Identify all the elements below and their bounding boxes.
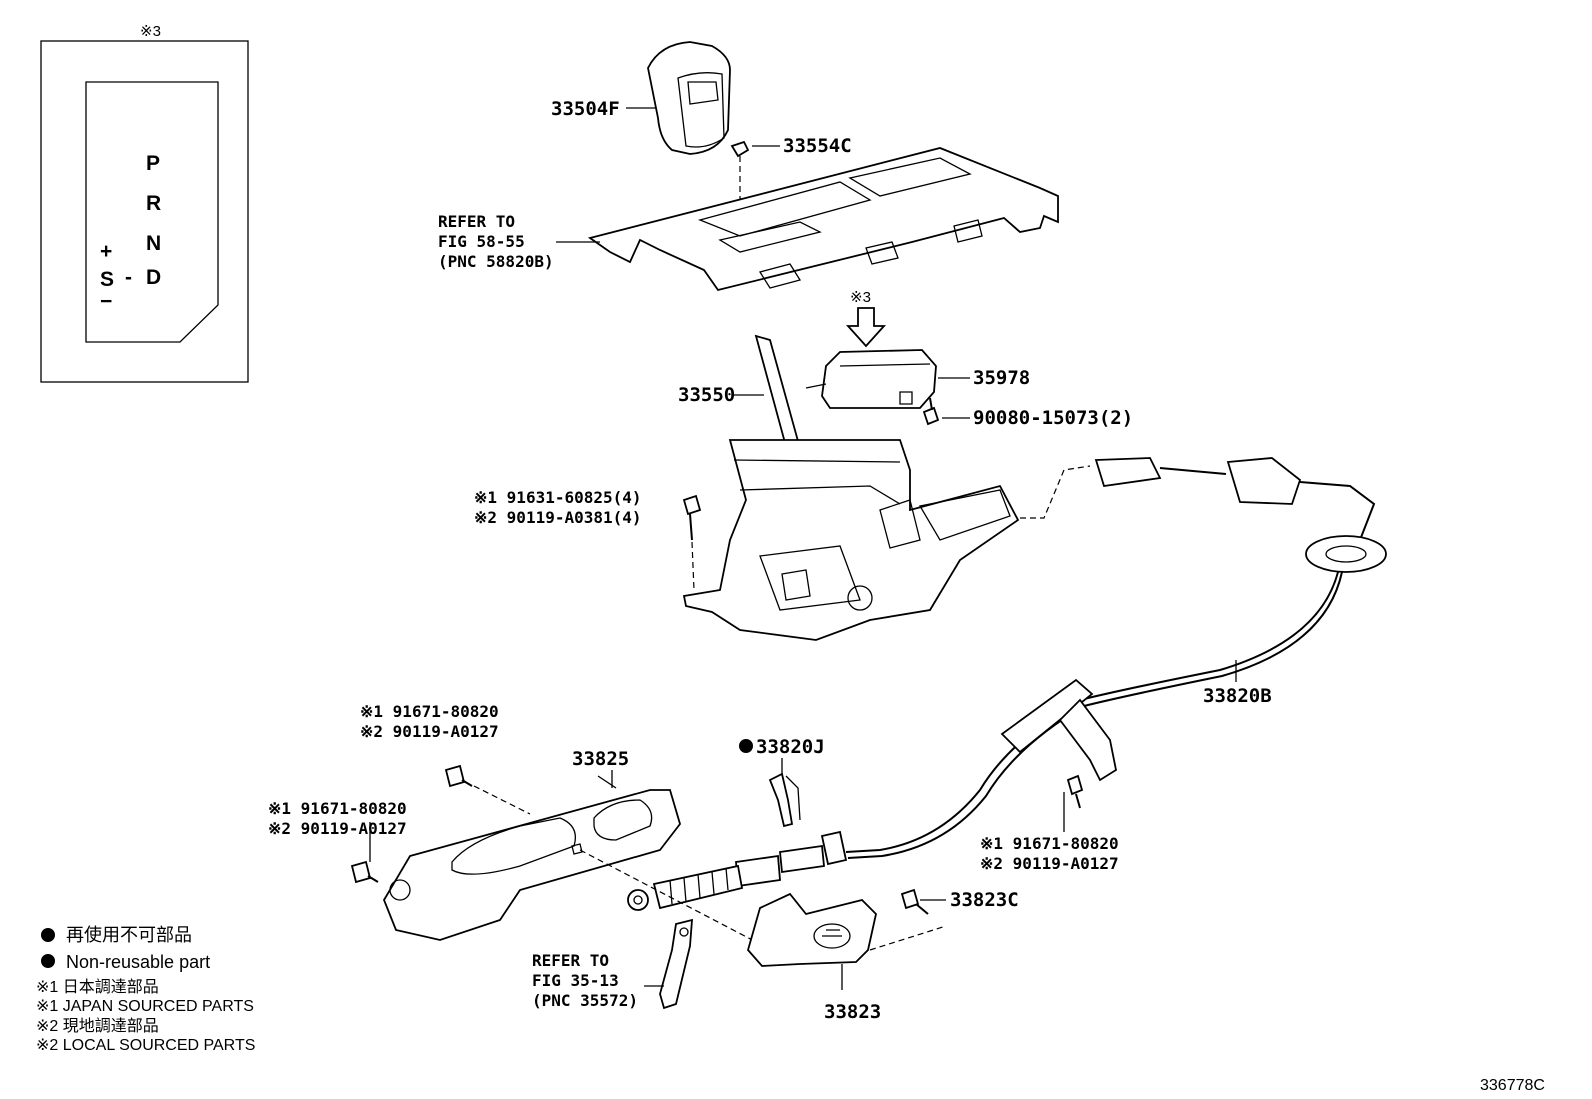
refer-panel-line2: FIG 58-55	[438, 232, 525, 251]
gate-d: D	[146, 266, 161, 289]
gate-n: N	[146, 232, 161, 255]
shift-lever-assembly-drawing	[682, 334, 1020, 641]
legend-mark1-jp: ※1 日本調達部品	[36, 978, 159, 996]
nonreusable-dot-icon	[41, 954, 55, 968]
legend: 再使用不可部品 Non-reusable part ※1 日本調達部品 ※1 J…	[36, 925, 255, 1054]
nonreusable-dot-icon	[41, 928, 55, 942]
label-90080: 90080-15073(2)	[973, 407, 1133, 429]
bracket-33823-drawing	[747, 892, 947, 990]
nonreusable-dot-icon	[739, 739, 753, 753]
bolt-b-line1: ※1 91671-80820	[268, 799, 407, 818]
label-33550: 33550	[678, 384, 735, 406]
inset-frame	[40, 40, 249, 383]
arrow-note-mark: ※3	[850, 289, 871, 306]
gate-minus: −	[100, 290, 112, 313]
bracket-33825-drawing	[382, 770, 761, 945]
bolt-main-drawing	[682, 494, 702, 591]
clip-33820J-drawing	[739, 739, 801, 828]
refer-cable-line3: (PNC 35572)	[532, 991, 638, 1010]
bolt-33823C-drawing	[900, 888, 946, 915]
gate-r: R	[146, 192, 161, 215]
bolt-c-drawing	[1063, 774, 1084, 832]
label-33820J: 33820J	[756, 736, 825, 758]
bolt-a-line1: ※1 91671-80820	[360, 702, 499, 721]
gate-plus: +	[100, 240, 112, 263]
inset-note-mark: ※3	[140, 23, 161, 40]
bolt-c-line1: ※1 91671-80820	[980, 834, 1119, 853]
legend-nonreusable-en: Non-reusable part	[66, 952, 210, 972]
gate-p: P	[146, 152, 160, 175]
label-33820B: 33820B	[1203, 685, 1272, 707]
shift-gate-plate	[85, 81, 219, 343]
refer-cable-line2: FIG 35-13	[532, 971, 619, 990]
label-33825: 33825	[572, 748, 629, 770]
shift-gate-inset: ※3 P R N D - + S −	[40, 23, 249, 383]
bolt-a-line2: ※2 90119-A0127	[360, 722, 499, 741]
label-33504F: 33504F	[551, 98, 620, 120]
bolt-c-line2: ※2 90119-A0127	[980, 854, 1119, 873]
label-33554C: 33554C	[783, 135, 852, 157]
bolt-b-drawing	[350, 822, 379, 884]
bolt-b-line2: ※2 90119-A0127	[268, 819, 407, 838]
legend-mark2-en: ※2 LOCAL SOURCED PARTS	[36, 1037, 255, 1054]
figure-id: 336778C	[1480, 1077, 1545, 1094]
console-panel-drawing	[556, 147, 1059, 292]
label-35978: 35978	[973, 367, 1030, 389]
refer-cable-line1: REFER TO	[532, 951, 609, 970]
gate-s: S	[100, 268, 114, 291]
label-33823C: 33823C	[950, 889, 1019, 911]
refer-panel-line3: (PNC 58820B)	[438, 252, 554, 271]
shift-knob-drawing	[626, 41, 731, 155]
bolt-a-drawing	[444, 764, 531, 815]
bolt-main-line1: ※1 91631-60825(4)	[474, 488, 642, 507]
cable-end-drawing	[644, 918, 693, 1010]
indicator-drawing	[805, 349, 970, 409]
label-33823: 33823	[824, 1001, 881, 1023]
gate-dash: -	[125, 266, 132, 289]
shift-cable-drawing	[627, 457, 1387, 911]
down-arrow-icon	[845, 307, 887, 348]
legend-mark1-en: ※1 JAPAN SOURCED PARTS	[36, 998, 254, 1015]
refer-panel-line1: REFER TO	[438, 212, 515, 231]
legend-mark2-jp: ※2 現地調達部品	[36, 1017, 159, 1035]
screw-90080-drawing	[922, 397, 970, 426]
legend-nonreusable-jp: 再使用不可部品	[66, 925, 192, 945]
bolt-main-line2: ※2 90119-A0381(4)	[474, 508, 642, 527]
